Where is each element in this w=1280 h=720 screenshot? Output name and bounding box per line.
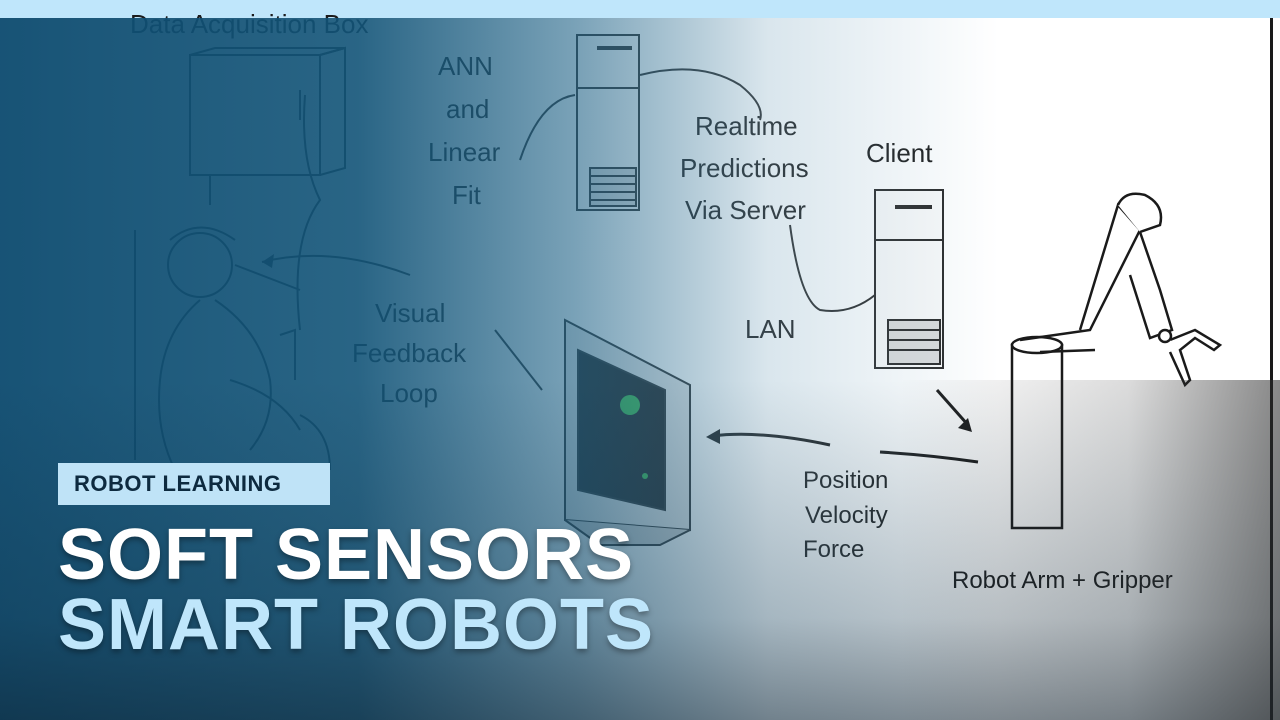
client-computer <box>874 189 944 369</box>
robot-arm <box>1010 192 1223 530</box>
robot-monitor-arrow <box>711 432 831 447</box>
operator-figure <box>134 94 331 471</box>
lan-connector <box>789 224 876 312</box>
client-robot-arrow <box>935 389 970 426</box>
ann-label-3: Linear <box>428 137 501 167</box>
ann-server <box>576 34 640 211</box>
feedback-label-1: Visual <box>375 298 445 328</box>
feedback-label-3: Loop <box>380 378 438 408</box>
client-label: Client <box>866 138 933 168</box>
realtime-label-2: Predictions <box>680 153 809 183</box>
headline-line-2: SMART ROBOTS <box>58 585 654 665</box>
signals-label-3: Force <box>803 536 864 563</box>
data-acquisition-box <box>189 46 346 176</box>
cursor-marker <box>642 473 648 479</box>
realtime-label-3: Via Server <box>685 195 806 225</box>
ann-label-4: Fit <box>452 180 482 210</box>
feedback-label-2: Feedback <box>352 338 467 368</box>
ann-connector <box>519 94 576 161</box>
signals-label-2: Velocity <box>805 502 888 529</box>
right-border <box>1270 18 1273 720</box>
monitor <box>564 318 691 546</box>
lan-label: LAN <box>745 314 796 344</box>
robot-signal-line <box>879 450 979 464</box>
top-strip <box>0 0 1280 18</box>
ann-label-1: ANN <box>438 51 493 81</box>
feedback-line <box>494 329 543 391</box>
target-marker <box>620 395 640 415</box>
headline: SOFT SENSORS SMART ROBOTS <box>58 515 654 665</box>
signals-label-1: Position <box>803 467 888 494</box>
ann-label-2: and <box>446 94 489 124</box>
category-tag: ROBOT LEARNING <box>58 463 330 505</box>
feedback-arrow <box>261 254 411 276</box>
headline-line-1: SOFT SENSORS <box>58 515 635 595</box>
data-box-label: Data Acquisition Box <box>130 9 368 39</box>
robot-label: Robot Arm + Gripper <box>952 567 1173 594</box>
realtime-label-1: Realtime <box>695 111 798 141</box>
